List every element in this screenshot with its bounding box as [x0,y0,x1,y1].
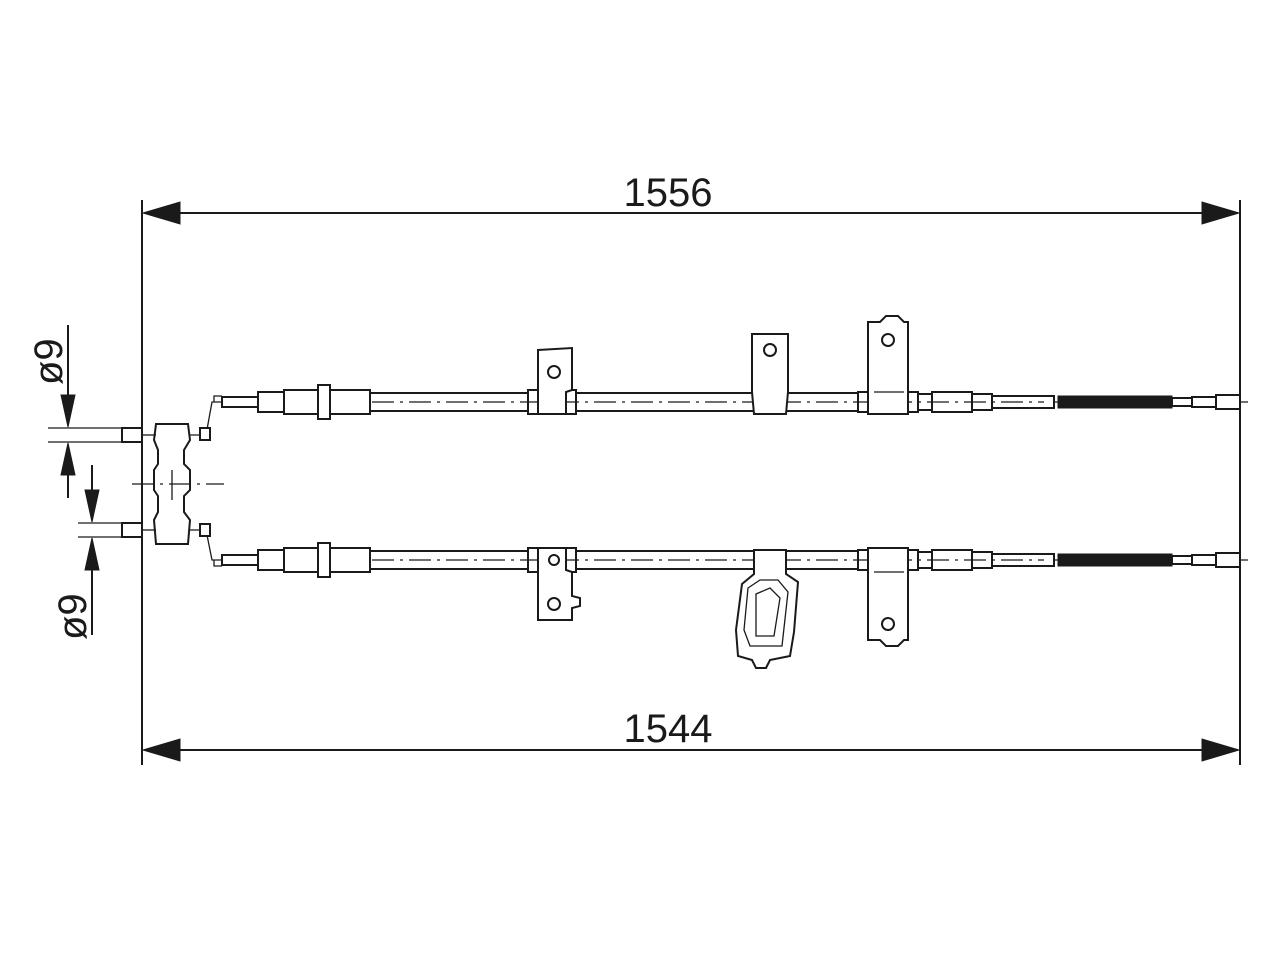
upper-clip-1 [537,346,573,415]
upper-clip-3 [867,315,909,415]
upper-cable [213,315,1248,420]
dimension-lower-length: 1544 [141,707,1241,762]
upper-diameter-label: ø9 [27,338,71,385]
lower-length-label: 1544 [624,707,713,751]
lower-diameter-label: ø9 [51,593,95,640]
lower-clip-3 [867,547,909,647]
cable-equalizer-bracket [121,401,232,561]
lower-cable [213,542,1248,669]
extension-lines [141,200,1241,765]
upper-length-label: 1556 [624,171,713,215]
upper-clip-2 [751,333,789,415]
dimension-upper-diameter: ø9 [27,325,140,498]
dimension-lower-diameter: ø9 [51,465,140,640]
dimension-upper-length: 1556 [141,171,1241,225]
